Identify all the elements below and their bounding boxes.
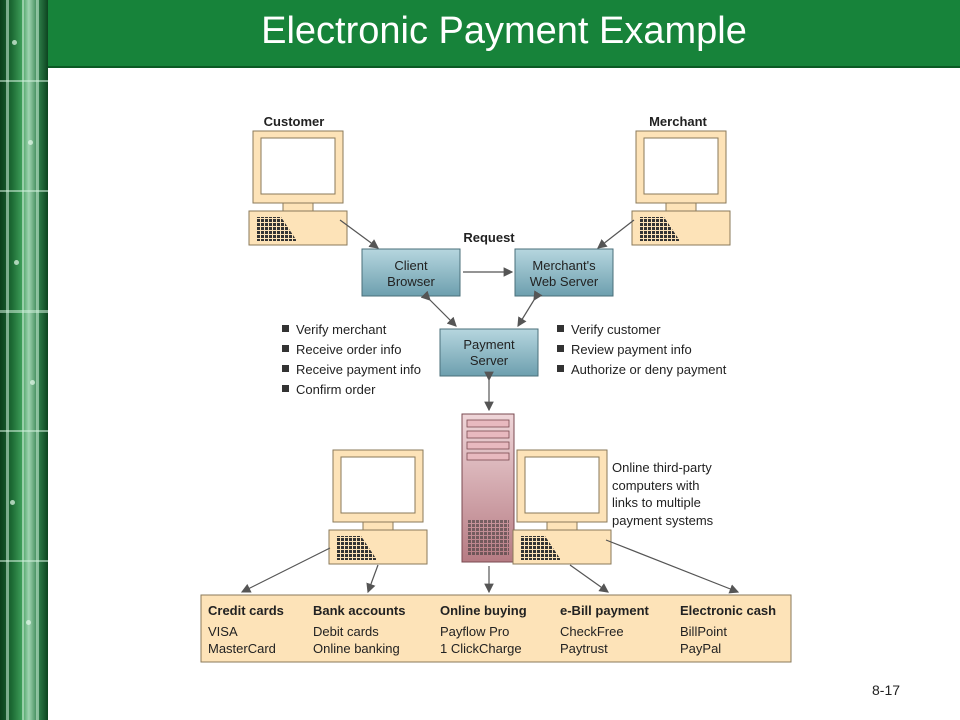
left-bullet-4: Confirm order bbox=[296, 382, 376, 397]
online-buying-item-1: Payflow Pro bbox=[440, 624, 509, 639]
bank-accounts-item-1: Debit cards bbox=[313, 624, 379, 639]
decorative-circuit-strip bbox=[0, 0, 48, 720]
right-bullet-2: Review payment info bbox=[571, 342, 692, 357]
payment-server-line1: Payment bbox=[463, 337, 515, 352]
arrow-to-ebill bbox=[569, 564, 609, 593]
bank-accounts-heading: Bank accounts bbox=[313, 603, 405, 618]
slide-number: 8-17 bbox=[872, 682, 901, 698]
customer-to-browser-arrow bbox=[339, 219, 379, 249]
bank-accounts-item-2: Online banking bbox=[313, 641, 400, 656]
online-buying-heading: Online buying bbox=[440, 603, 527, 618]
third-party-computer-right bbox=[512, 449, 612, 565]
arrow-to-bank-accounts bbox=[366, 564, 379, 594]
note-line-4: payment systems bbox=[612, 513, 714, 528]
payment-system-credit-cards: Credit cards VISA MasterCard bbox=[208, 603, 284, 656]
right-bullet-1: Verify customer bbox=[571, 322, 661, 337]
arrow-to-credit-cards bbox=[240, 547, 331, 593]
merchant-label: Merchant bbox=[649, 114, 707, 129]
left-bullet-1: Verify merchant bbox=[296, 322, 387, 337]
merchant-server-line1: Merchant's bbox=[532, 258, 596, 273]
client-browser-line2: Browser bbox=[387, 274, 435, 289]
client-browser-box: Client Browser bbox=[361, 248, 461, 297]
right-bullet-list: Verify customer Review payment info Auth… bbox=[557, 322, 727, 377]
payment-system-online-buying: Online buying Payflow Pro 1 ClickCharge bbox=[440, 603, 527, 656]
note-line-3: links to multiple bbox=[612, 495, 701, 510]
right-bullet-3: Authorize or deny payment bbox=[571, 362, 727, 377]
client-browser-line1: Client bbox=[394, 258, 428, 273]
slide-title: Electronic Payment Example bbox=[261, 10, 747, 52]
merchant-computer bbox=[631, 130, 731, 246]
ebill-heading: e-Bill payment bbox=[560, 603, 650, 618]
tower-server bbox=[461, 413, 515, 563]
payment-server-line2: Server bbox=[470, 353, 509, 368]
request-label: Request bbox=[463, 230, 515, 245]
merchant-web-server-box: Merchant's Web Server bbox=[514, 248, 614, 297]
customer-label: Customer bbox=[264, 114, 325, 129]
payment-system-bank-accounts: Bank accounts Debit cards Online banking bbox=[313, 603, 405, 656]
payment-system-ebill: e-Bill payment CheckFree Paytrust bbox=[560, 603, 650, 656]
customer-computer bbox=[248, 130, 348, 246]
ecash-heading: Electronic cash bbox=[680, 603, 776, 618]
third-party-note: Online third-party computers with links … bbox=[612, 460, 714, 528]
note-line-1: Online third-party bbox=[612, 460, 712, 475]
credit-cards-item-1: VISA bbox=[208, 624, 238, 639]
merchant-to-server-arrow bbox=[597, 219, 635, 249]
ebill-item-2: Paytrust bbox=[560, 641, 608, 656]
server-payment-arrow bbox=[517, 290, 543, 328]
left-bullet-2: Receive order info bbox=[296, 342, 402, 357]
ecash-item-2: PayPal bbox=[680, 641, 721, 656]
credit-cards-item-2: MasterCard bbox=[208, 641, 276, 656]
title-bar: Electronic Payment Example bbox=[48, 0, 960, 68]
payment-systems-bar: Credit cards VISA MasterCard Bank accoun… bbox=[200, 594, 792, 663]
note-line-2: computers with bbox=[612, 478, 699, 493]
left-bullet-list: Verify merchant Receive order info Recei… bbox=[282, 322, 421, 397]
online-buying-item-2: 1 ClickCharge bbox=[440, 641, 522, 656]
ebill-item-1: CheckFree bbox=[560, 624, 624, 639]
payment-system-electronic-cash: Electronic cash BillPoint PayPal bbox=[680, 603, 776, 656]
arrow-to-ecash bbox=[605, 539, 740, 594]
payment-server-box: Payment Server bbox=[439, 328, 539, 377]
browser-payment-arrow bbox=[420, 290, 457, 327]
third-party-computer-left bbox=[328, 449, 428, 565]
credit-cards-heading: Credit cards bbox=[208, 603, 284, 618]
ecash-item-1: BillPoint bbox=[680, 624, 727, 639]
left-bullet-3: Receive payment info bbox=[296, 362, 421, 377]
merchant-server-line2: Web Server bbox=[530, 274, 599, 289]
